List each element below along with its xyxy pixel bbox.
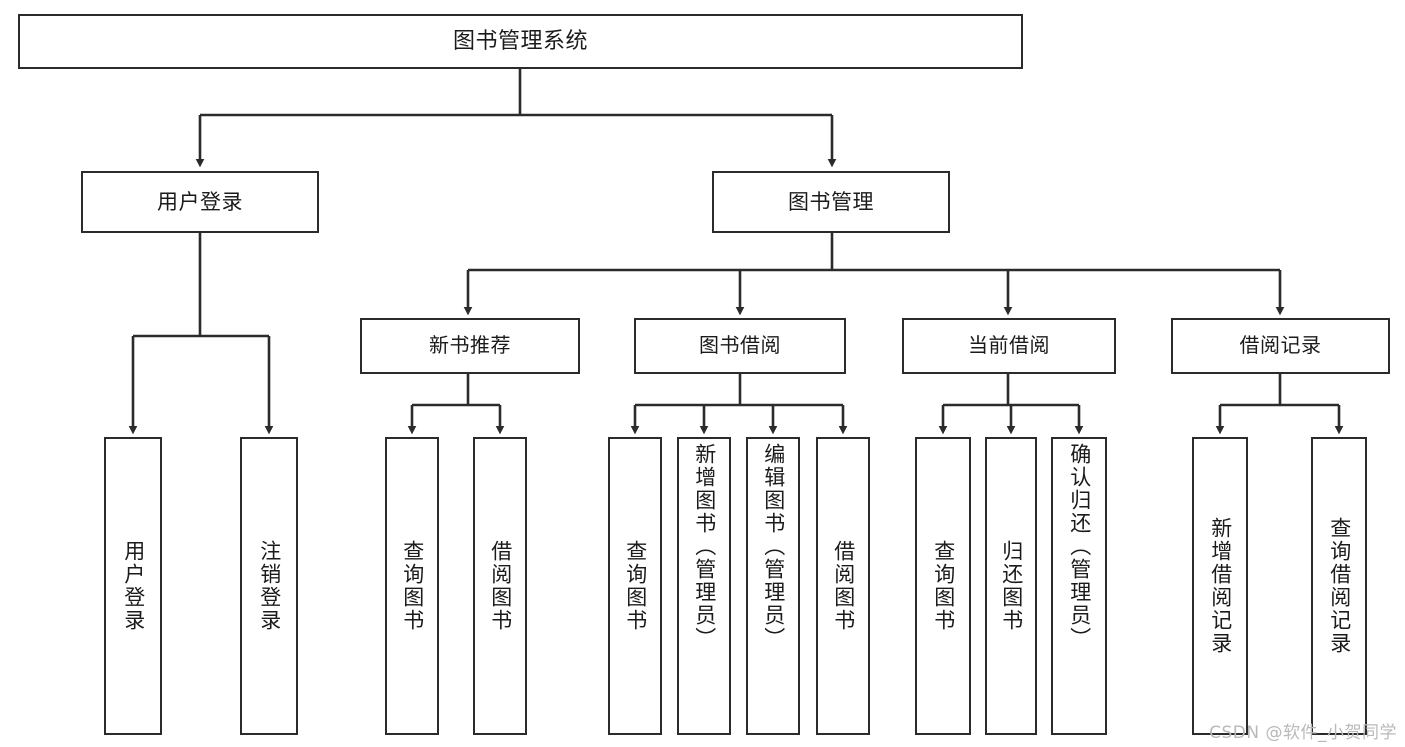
node-label: 确认归还（管理员） [1067,443,1092,650]
leaf-user-login[interactable]: 用户登录 [104,437,162,735]
node-label: 查询图书 [931,540,956,632]
node-label: 注销登录 [257,540,282,632]
node-book-borrow[interactable]: 图书借阅 [634,318,846,374]
node-label: 图书管理系统 [452,28,588,54]
leaf-query-book-borrow[interactable]: 查询图书 [608,437,662,735]
leaf-return-book[interactable]: 归还图书 [985,437,1037,735]
leaf-query-book-current[interactable]: 查询图书 [915,437,971,735]
node-new-book-recommend[interactable]: 新书推荐 [360,318,580,374]
node-label: 新书推荐 [429,333,511,358]
node-current-borrow[interactable]: 当前借阅 [902,318,1116,374]
leaf-add-book-admin[interactable]: 新增图书（管理员） [677,437,731,735]
node-label: 当前借阅 [968,333,1050,358]
leaf-borrow-book-recommend[interactable]: 借阅图书 [473,437,527,735]
node-label: 查询图书 [400,540,425,632]
node-label: 借阅记录 [1239,333,1322,358]
leaf-logout[interactable]: 注销登录 [240,437,298,735]
node-label: 借阅图书 [488,540,513,632]
node-label: 图书借阅 [699,333,781,358]
node-root-system[interactable]: 图书管理系统 [18,14,1023,69]
node-label: 新增借阅记录 [1208,517,1233,655]
node-label: 新增图书（管理员） [692,443,717,650]
node-book-management[interactable]: 图书管理 [712,171,950,233]
leaf-confirm-return-admin[interactable]: 确认归还（管理员） [1051,437,1107,735]
node-label: 归还图书 [999,540,1024,632]
leaf-edit-book-admin[interactable]: 编辑图书（管理员） [746,437,800,735]
leaf-query-book-recommend[interactable]: 查询图书 [385,437,439,735]
node-label: 编辑图书（管理员） [761,443,786,650]
node-label: 查询借阅记录 [1327,517,1352,655]
node-label: 查询图书 [623,540,648,632]
leaf-add-borrow-record[interactable]: 新增借阅记录 [1192,437,1248,735]
leaf-query-borrow-record[interactable]: 查询借阅记录 [1311,437,1367,735]
leaf-borrow-book[interactable]: 借阅图书 [816,437,870,735]
node-borrow-record[interactable]: 借阅记录 [1171,318,1390,374]
node-label: 图书管理 [788,189,874,214]
csdn-watermark: CSDN @软件_小贺同学 [1209,723,1397,743]
node-label: 用户登录 [157,189,243,214]
node-label: 用户登录 [121,540,146,632]
node-label: 借阅图书 [831,540,856,632]
node-user-login[interactable]: 用户登录 [81,171,319,233]
